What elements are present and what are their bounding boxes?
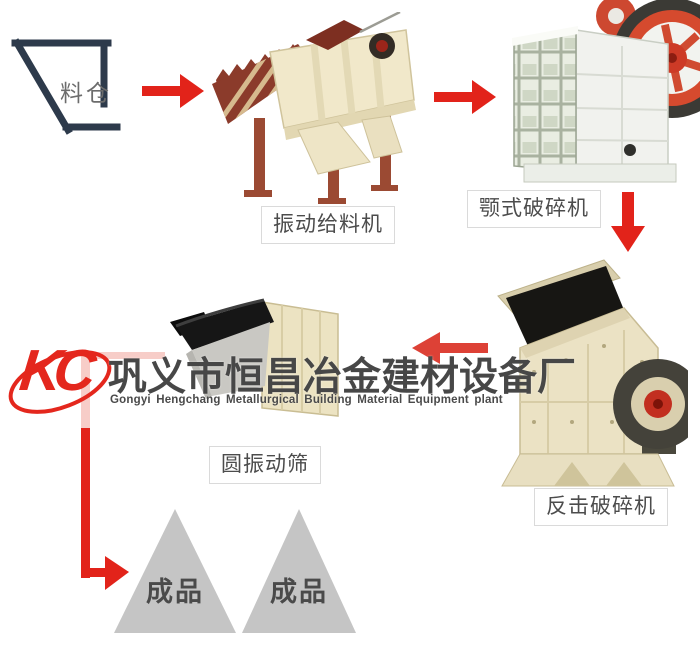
hopper-icon: 料仓 xyxy=(10,36,122,138)
product-triangle-2: 成品 xyxy=(240,507,358,635)
arrow-right-2-icon xyxy=(434,80,496,114)
hopper-outline xyxy=(11,38,121,135)
arrow-elbow-down-icon xyxy=(81,352,165,590)
vibrating-screen-image xyxy=(170,298,339,417)
hopper-label: 料仓 xyxy=(60,80,112,106)
arrow-right-1-icon xyxy=(142,74,204,108)
company-name-cn: 巩义市恒昌冶金建材设备厂 xyxy=(108,356,577,399)
impact-crusher-image xyxy=(497,259,688,487)
company-name-en: Gongyi Hengchang Metallurgical Building … xyxy=(110,394,503,406)
product-label: 成品 xyxy=(146,577,204,607)
triangle-icon xyxy=(242,509,356,633)
company-logo-icon: KC xyxy=(4,338,116,436)
label-vibrating-feeder: 振动给料机 xyxy=(261,206,395,244)
jaw-crusher-image xyxy=(512,0,700,183)
label-impact-crusher: 反击破碎机 xyxy=(534,488,668,526)
arrow-down-icon xyxy=(611,192,645,252)
product-label: 成品 xyxy=(270,577,328,607)
product-triangle-1: 成品 xyxy=(112,507,238,635)
triangle-icon xyxy=(114,509,236,633)
vibrating-feeder-image xyxy=(212,12,416,204)
logo-ellipse-icon xyxy=(8,350,112,414)
arrow-left-icon xyxy=(412,332,488,364)
label-vibrating-screen: 圆振动筛 xyxy=(209,446,321,484)
label-jaw-crusher: 颚式破碎机 xyxy=(467,190,601,228)
